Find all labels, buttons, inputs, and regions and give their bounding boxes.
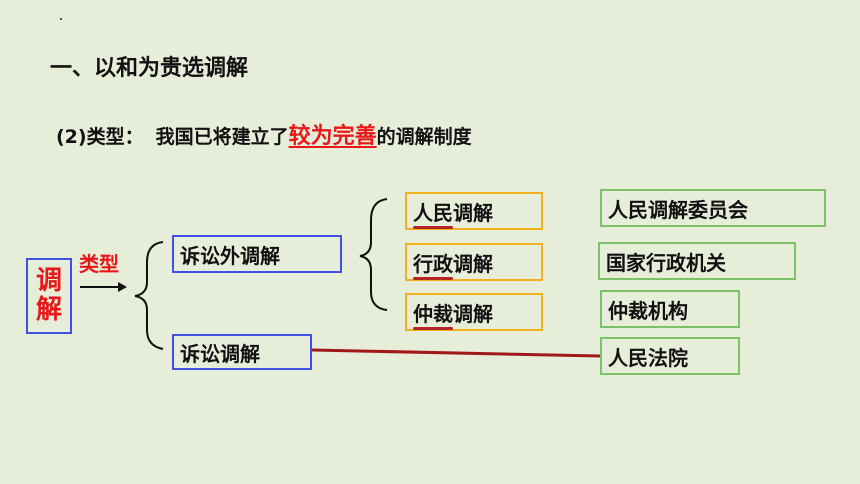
admin-mediation-label: 行政调解 (413, 248, 493, 280)
root-char-2: 解 (35, 295, 62, 325)
arrow-label: 类型 (79, 252, 119, 276)
arbitration-body-label: 仲裁机构 (608, 298, 688, 323)
people-committee-label: 人民调解委员会 (608, 197, 748, 222)
people-committee-box: 人民调解委员会 (600, 189, 826, 227)
arbitration-body-box: 仲裁机构 (600, 290, 740, 328)
subtitle: (2)类型： 我国已将建立了较为完善的调解制度 (56, 118, 472, 150)
non-litigation-label: 诉讼外调解 (180, 243, 280, 268)
people-mediation-label: 人民调解 (413, 197, 493, 229)
litigation-label: 诉讼调解 (180, 341, 260, 366)
litigation-box: 诉讼调解 (172, 334, 312, 370)
admin-organ-label: 国家行政机关 (606, 250, 726, 275)
root-node: 调 解 (26, 258, 72, 334)
arbitration-mediation-box: 仲裁调解 (405, 293, 543, 331)
admin-mediation-box: 行政调解 (405, 243, 543, 281)
section-heading: 一、以和为贵选调解 (50, 56, 249, 81)
court-connector (311, 348, 601, 358)
sub-brace (359, 198, 388, 311)
subtitle-text-before: 我国已将建立了 (155, 126, 289, 148)
people-mediation-box: 人民调解 (405, 192, 543, 230)
subtitle-text-after: 的调解制度 (376, 126, 472, 148)
subtitle-label: (2)类型： (56, 126, 144, 148)
arbitration-mediation-label: 仲裁调解 (413, 298, 493, 330)
subtitle-highlight: 较为完善 (288, 124, 377, 149)
main-brace (134, 241, 164, 350)
non-litigation-box: 诉讼外调解 (172, 235, 342, 273)
court-box: 人民法院 (600, 337, 740, 375)
root-char-1: 调 (35, 266, 62, 297)
type-arrow-head (118, 282, 127, 292)
admin-organ-box: 国家行政机关 (598, 242, 796, 280)
slide-mark (60, 18, 62, 20)
court-label: 人民法院 (608, 345, 688, 370)
